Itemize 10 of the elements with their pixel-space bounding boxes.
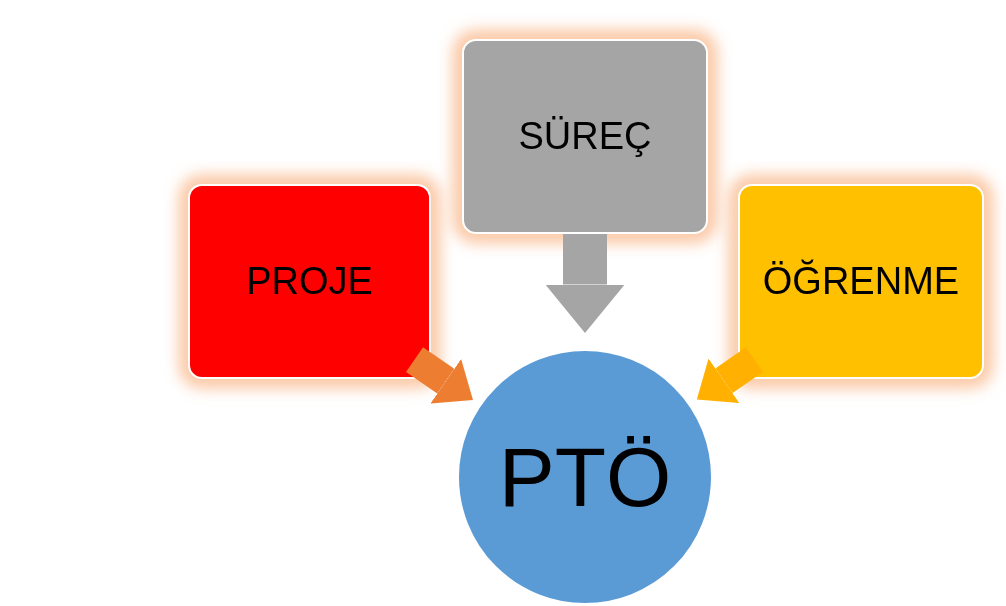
process-box [738, 184, 984, 379]
block-arrow [406, 347, 473, 404]
process-box [462, 39, 708, 234]
node-label: ÖĞRENME [762, 260, 960, 303]
node-label: SÜREÇ [518, 115, 652, 158]
node-label: PTÖ [498, 428, 672, 526]
block-arrow [696, 347, 763, 403]
node-label: PROJE [246, 260, 373, 303]
process-box [188, 184, 431, 379]
block-arrow [545, 234, 625, 333]
